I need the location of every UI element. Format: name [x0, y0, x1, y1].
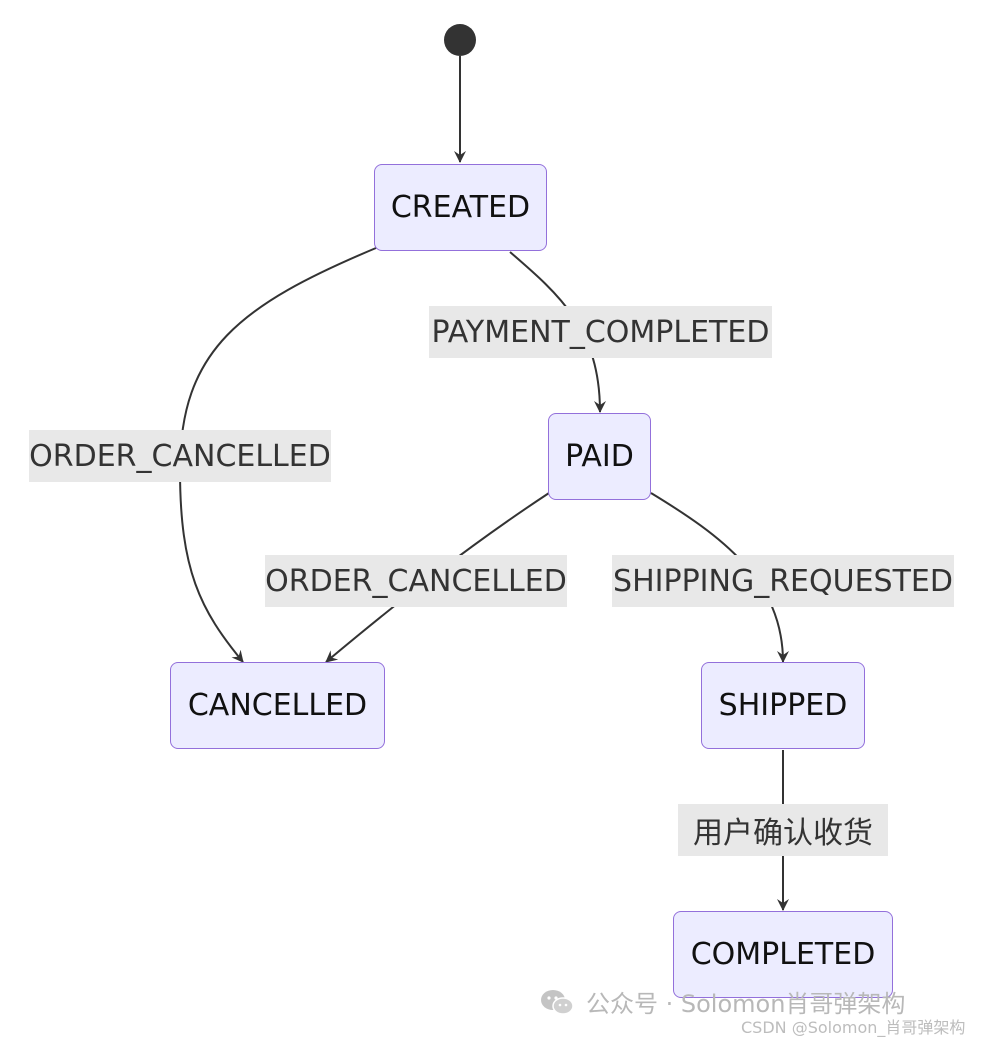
start-node: [444, 24, 476, 56]
state-paid: PAID: [548, 413, 651, 500]
state-created: CREATED: [374, 164, 547, 251]
label-order-cancelled-from-created: ORDER_CANCELLED: [29, 430, 331, 482]
watermark-sub: CSDN @Solomon_肖哥弹架构: [741, 1018, 966, 1037]
label-payment-completed: PAYMENT_COMPLETED: [429, 306, 772, 358]
label-order-cancelled-from-paid: ORDER_CANCELLED: [265, 555, 567, 607]
state-cancelled: CANCELLED: [170, 662, 385, 749]
state-shipped: SHIPPED: [701, 662, 865, 749]
wechat-icon: [541, 989, 574, 1015]
watermark-main-text: 公众号 · Solomon肖哥弹架构: [586, 990, 906, 1018]
state-completed: COMPLETED: [673, 911, 893, 998]
label-user-confirm-receipt: 用户确认收货: [678, 804, 888, 856]
watermark-main: 公众号 · Solomon肖哥弹架构: [540, 984, 905, 1019]
label-shipping-requested: SHIPPING_REQUESTED: [612, 555, 954, 607]
